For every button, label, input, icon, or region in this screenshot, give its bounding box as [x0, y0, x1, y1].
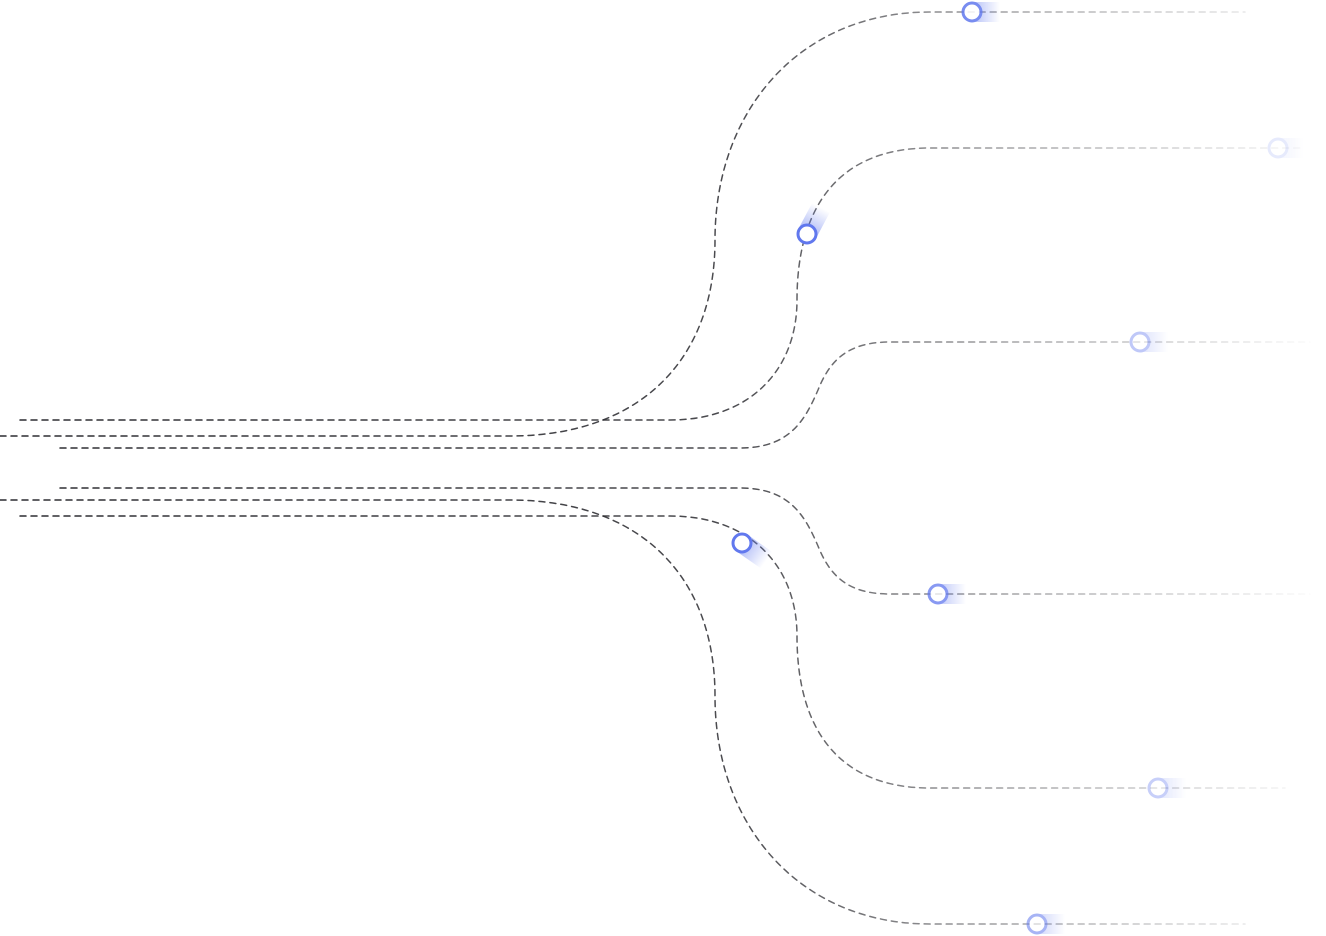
flow-line-top-3 [59, 341, 1311, 449]
ring-node-icon [1026, 913, 1065, 935]
flow-nodes [731, 1, 1304, 935]
upper-flow-lines [0, 11, 1311, 449]
ring-node-icon [1267, 137, 1304, 159]
ring-node-icon [796, 202, 830, 245]
flow-line-bottom-3 [59, 487, 1311, 595]
flow-line-top-2 [19, 147, 1301, 421]
ring-node-icon [731, 532, 773, 569]
ring-node-icon [927, 583, 966, 605]
lower-flow-lines [0, 487, 1311, 925]
ring-node-icon [1129, 331, 1168, 353]
flow-line-bottom-1 [0, 499, 1246, 925]
flow-line-bottom-2 [19, 515, 1286, 789]
ring-node-icon [961, 1, 1000, 23]
ring-node-icon [1147, 777, 1186, 799]
flow-line-top-1 [0, 11, 1246, 437]
